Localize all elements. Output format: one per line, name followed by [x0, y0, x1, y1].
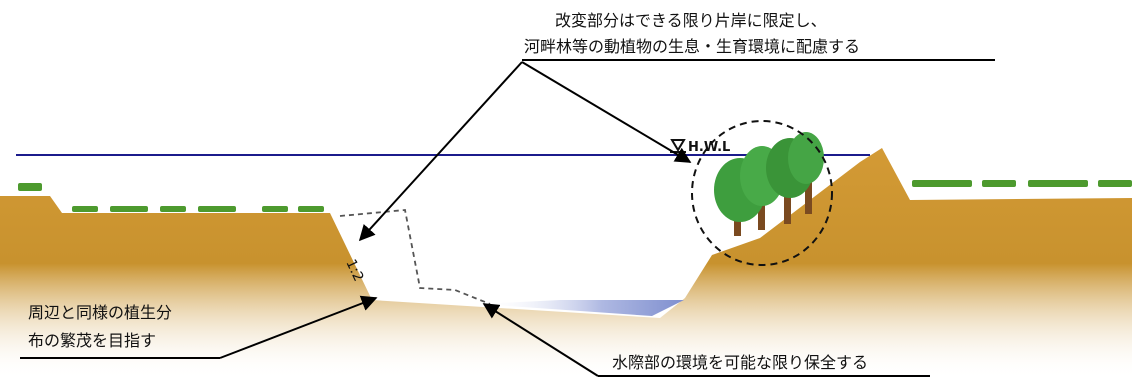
- tree-icon: [714, 132, 824, 236]
- callout-top-arrow-left: [358, 61, 523, 242]
- ground-earth: [0, 148, 1132, 379]
- hwl-marker-icon: [670, 139, 686, 152]
- callout-left-line1: 周辺と同様の植生分: [28, 303, 172, 322]
- original-bank-dashed-line: [339, 209, 491, 305]
- callout-top-line1: 改変部分はできる限り片岸に限定し、: [555, 11, 827, 30]
- callout-bottom: 水際部の環境を可能な限り保全する: [612, 353, 868, 372]
- callout-top-line2: 河畔林等の動植物の生息・生育環境に配慮する: [524, 37, 860, 56]
- callout-bottom-arrow: [482, 303, 599, 377]
- hwl-label: H.W.L: [688, 140, 730, 155]
- callout-left-arrow: [219, 295, 378, 359]
- callout-top-arrow-right: [521, 61, 692, 163]
- grass-icon: [18, 180, 1132, 212]
- callout-left-line2: 布の繁茂を目指す: [28, 331, 156, 350]
- habitat-circle: [691, 120, 833, 266]
- channel-water: [480, 300, 684, 316]
